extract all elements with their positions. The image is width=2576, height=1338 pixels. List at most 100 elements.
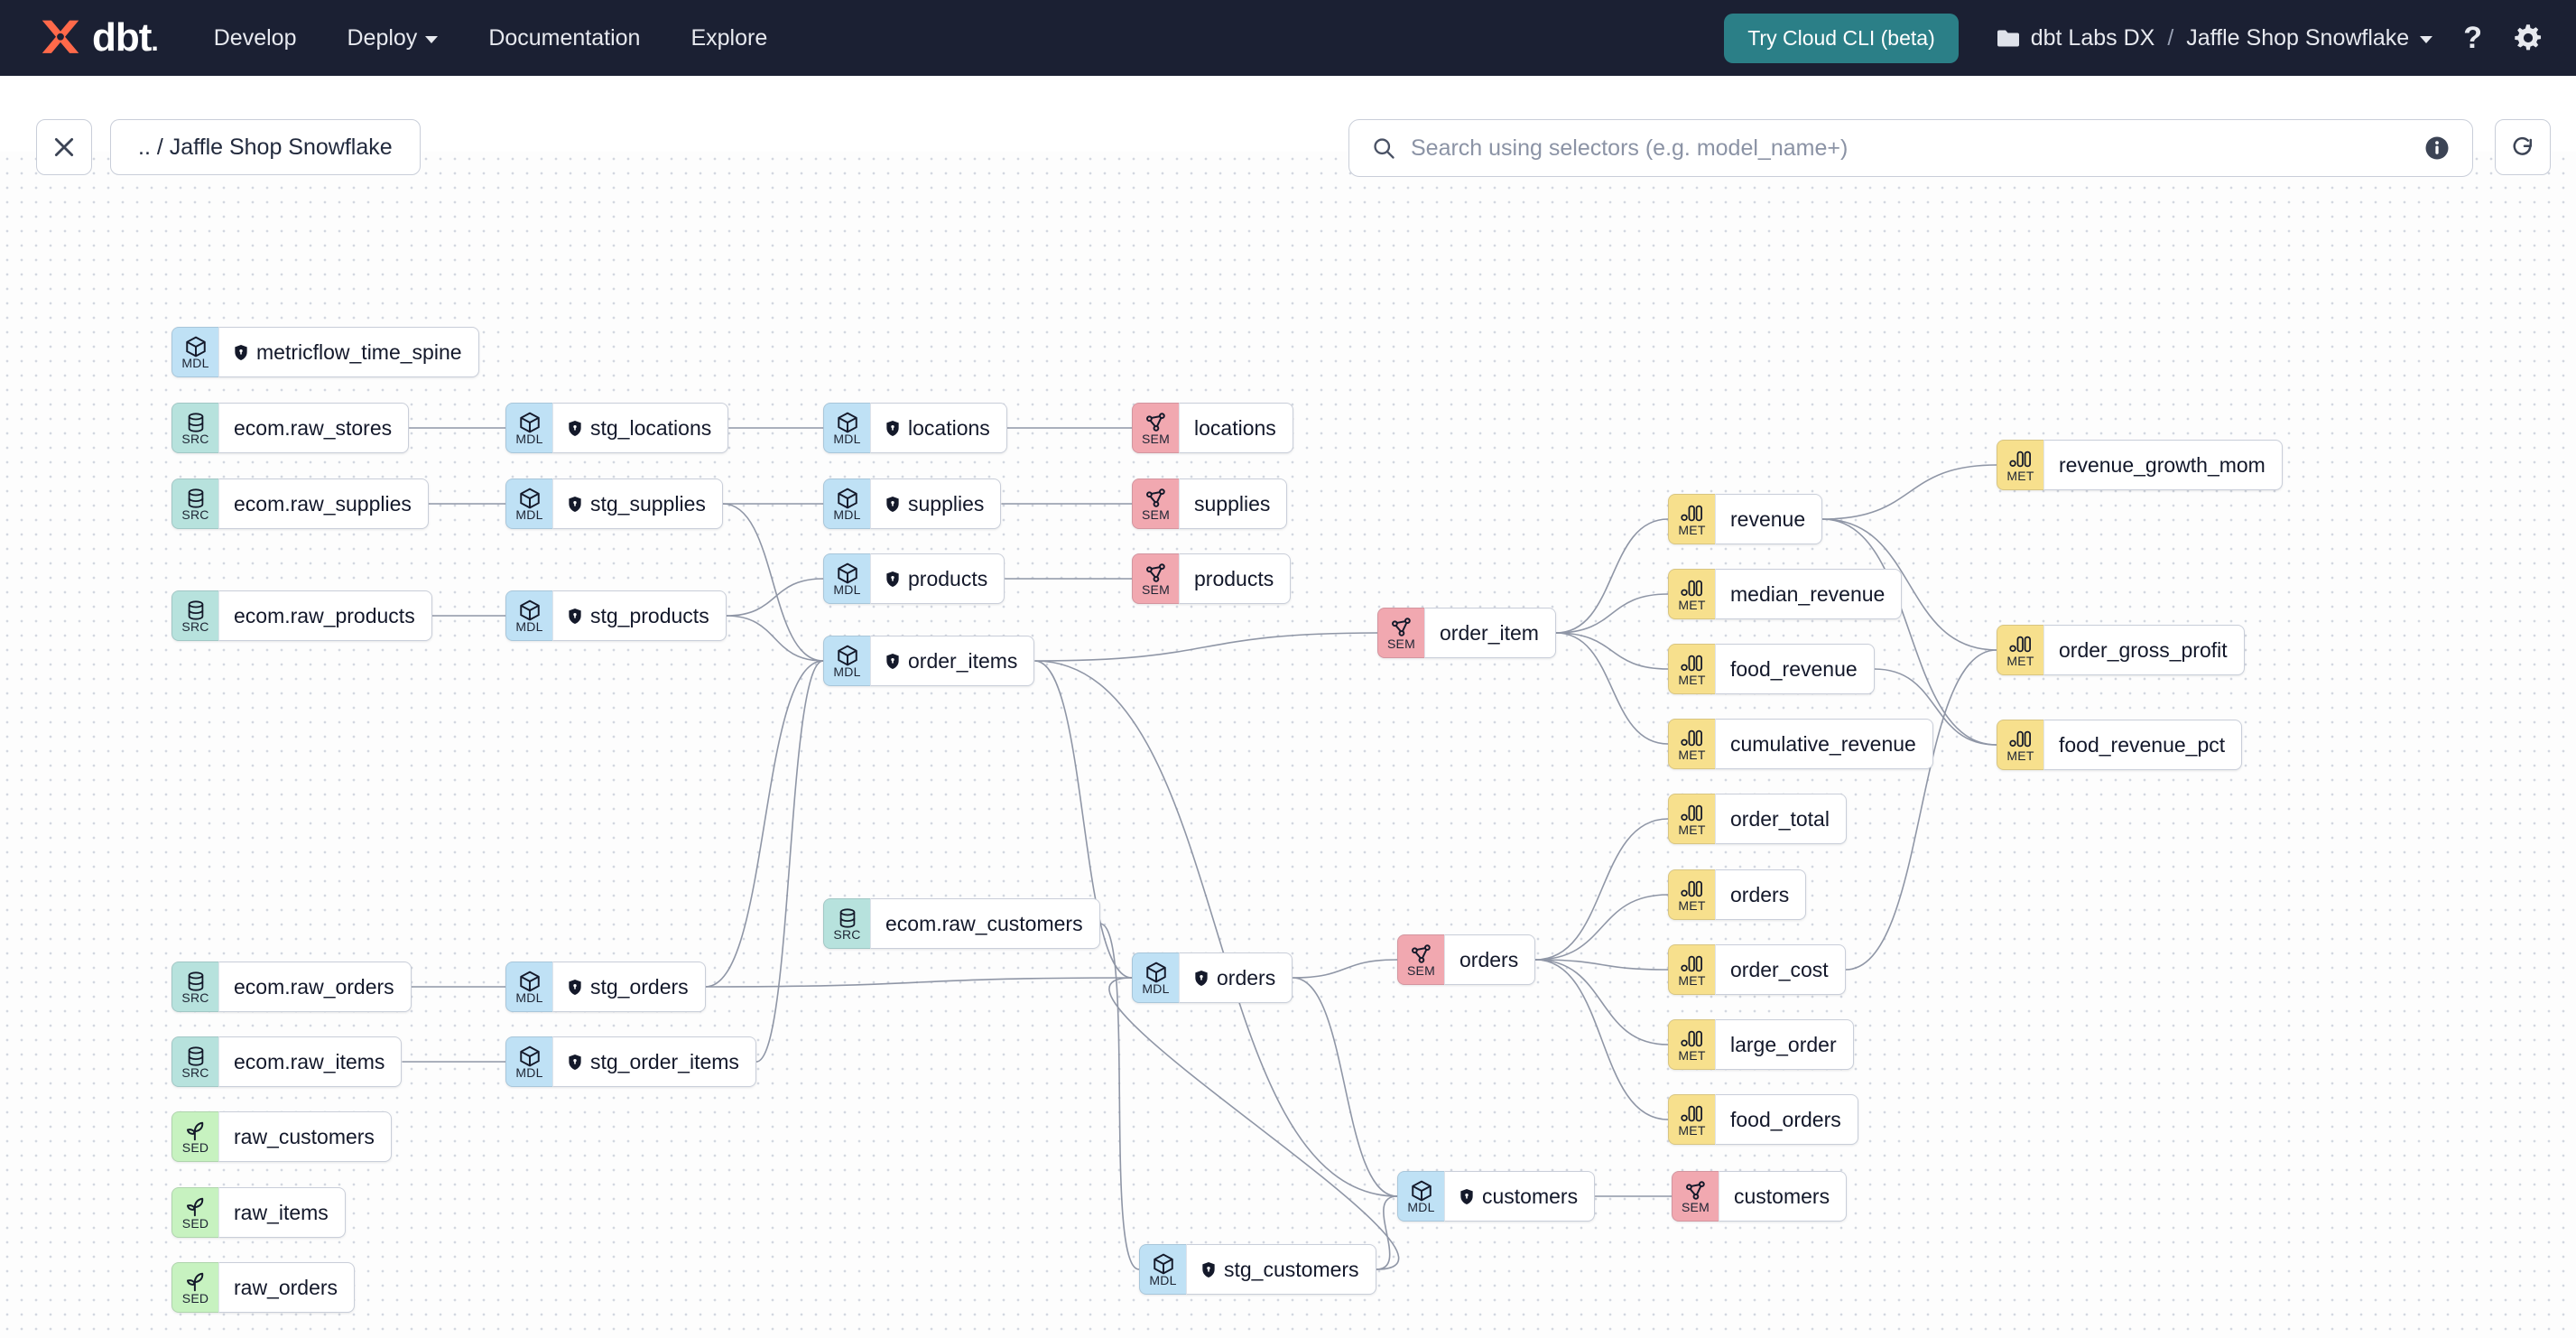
search-bar[interactable]: [1348, 119, 2473, 177]
account-project-breadcrumb[interactable]: dbt Labs DX / Jaffle Shop Snowflake: [1997, 25, 2433, 51]
node-label-wrap: ecom.raw_stores: [218, 403, 410, 453]
node-label-wrap: locations: [1179, 403, 1293, 453]
edge-sem_orders-to-met_large_order: [1535, 959, 1669, 1045]
node-type-abbr: MET: [1678, 1047, 1706, 1063]
search-input[interactable]: [1411, 135, 2423, 162]
shield-lock-icon: [1201, 1261, 1216, 1278]
breadcrumb[interactable]: .. / Jaffle Shop Snowflake: [110, 119, 421, 175]
node-label: supplies: [908, 491, 985, 516]
node-label: locations: [1194, 415, 1276, 440]
gear-icon[interactable]: [2513, 23, 2544, 53]
cube-icon: [836, 488, 859, 508]
chevron-down-icon: [425, 35, 439, 43]
node-label-wrap: orders: [1179, 952, 1293, 1003]
bar-chart-icon: [1680, 1029, 1705, 1049]
network-icon: [1144, 413, 1167, 432]
nav-documentation[interactable]: Documentation: [488, 24, 641, 51]
cube-icon: [1144, 962, 1168, 982]
node-type-abbr: MDL: [515, 990, 543, 1005]
shield-lock-icon: [568, 496, 582, 513]
node-label-wrap: food_revenue: [1715, 644, 1875, 694]
node-label: order_item: [1440, 620, 1539, 645]
database-icon: [185, 1046, 207, 1066]
node-label-wrap: ecom.raw_items: [218, 1036, 403, 1087]
node-label: customers: [1734, 1184, 1830, 1208]
node-label: stg_order_items: [590, 1049, 739, 1073]
node-label-wrap: ecom.raw_customers: [870, 898, 1100, 949]
nav-explore[interactable]: Explore: [690, 24, 768, 51]
close-icon[interactable]: [36, 119, 92, 175]
node-type-badge-mdl: MDL: [1397, 1171, 1444, 1222]
node-label-wrap: order_total: [1715, 794, 1847, 844]
edge-sem_order_item-to-met_median_revenue: [1555, 593, 1669, 634]
edge-sem_order_item-to-met_cumulative_revenue: [1555, 632, 1669, 745]
node-label: median_revenue: [1730, 581, 1886, 606]
node-label: metricflow_time_spine: [256, 339, 462, 364]
node-label-wrap: supplies: [870, 479, 1002, 529]
edge-met_order_cost-to-met_order_gross_profit: [1845, 649, 1997, 971]
node-label: customers: [1482, 1184, 1579, 1208]
nav-links: Develop Deploy Documentation Explore: [214, 25, 767, 51]
refresh-icon[interactable]: [2495, 119, 2551, 175]
node-type-badge-sem: SEM: [1397, 934, 1444, 985]
node-type-badge-mdl: MDL: [171, 327, 218, 377]
nav-develop[interactable]: Develop: [213, 24, 297, 51]
help-icon[interactable]: ?: [2463, 20, 2482, 55]
node-label-wrap: food_orders: [1715, 1094, 1858, 1145]
graph-node-sem_supplies[interactable]: SEM supplies: [1132, 479, 1288, 529]
try-cloud-cli-button[interactable]: Try Cloud CLI (beta): [1724, 13, 1959, 63]
bar-chart-icon: [2008, 635, 2034, 655]
nav-deploy[interactable]: Deploy: [347, 25, 439, 51]
graph-node-metricflow_time_spine[interactable]: MDL metricflow_time_spine: [171, 327, 479, 377]
node-type-badge-mdl: MDL: [1132, 952, 1179, 1003]
dbt-logo[interactable]: dbt.: [36, 14, 159, 62]
node-label: stg_customers: [1224, 1257, 1359, 1281]
database-icon: [185, 600, 207, 620]
graph-node-mdl_customers[interactable]: MDL customers: [1397, 1171, 1596, 1222]
node-label: supplies: [1194, 491, 1271, 516]
node-type-badge-sem: SEM: [1132, 479, 1179, 529]
info-icon[interactable]: [2423, 135, 2451, 162]
network-icon: [1410, 944, 1432, 964]
edge-sem_orders-to-met_order_total: [1535, 818, 1669, 961]
cube-icon: [1152, 1254, 1175, 1274]
